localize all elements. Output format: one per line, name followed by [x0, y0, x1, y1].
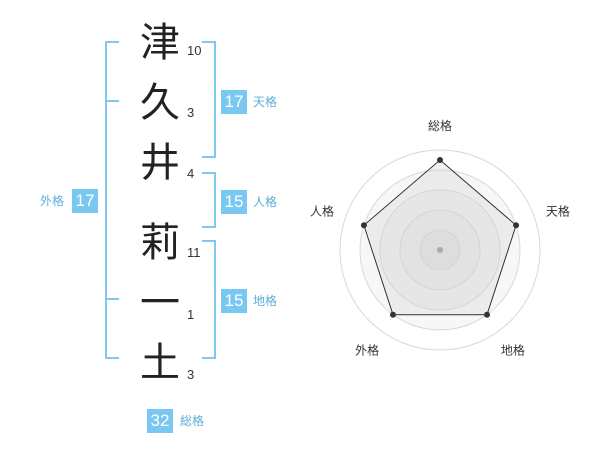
- chikaku-bracket-top: [202, 240, 216, 242]
- name-char-1: 津: [140, 20, 180, 66]
- stroke-count-4: 11: [187, 245, 201, 260]
- name-char-5: 一: [140, 280, 180, 326]
- radar-point-4: [389, 311, 396, 318]
- tenkaku-bracket-top: [202, 41, 216, 43]
- radar-axis-label-3: 地格: [501, 342, 525, 357]
- tenkaku-bracket: [214, 41, 216, 158]
- tenkaku-bracket-bottom: [202, 156, 216, 158]
- gaikaku-bracket-mid2: [105, 298, 119, 300]
- name-char-3: 井: [140, 140, 180, 186]
- name-char-6: 土: [140, 340, 180, 386]
- name-char-2: 久: [140, 80, 180, 126]
- jinkaku-bracket-top: [202, 172, 216, 174]
- gaikaku-bracket-top: [105, 41, 119, 43]
- tenkaku-badge: 17: [221, 90, 247, 114]
- radar-axis-label-4: 外格: [355, 342, 379, 357]
- stroke-count-1: 10: [187, 43, 202, 58]
- name-breakdown: 津 久 井 莉 一 土 10 3 4 11 1 3 17 天格 15 人格 15…: [40, 20, 278, 433]
- stroke-count-6: 3: [187, 367, 195, 382]
- chikaku-bracket: [214, 240, 216, 359]
- radar-axis-label-5: 人格: [310, 204, 334, 219]
- radar-axis-label-2: 天格: [546, 204, 570, 219]
- gaikaku-badge: 17: [72, 189, 98, 213]
- jinkaku-bracket-bottom: [202, 226, 216, 228]
- jinkaku-label: 人格: [253, 195, 278, 209]
- soukaku-label: 総格: [180, 414, 205, 428]
- radar-polygon: [363, 159, 517, 316]
- stroke-count-5: 1: [187, 307, 195, 322]
- chikaku-badge: 15: [221, 289, 247, 313]
- jinkaku-badge: 15: [221, 190, 247, 214]
- name-char-4: 莉: [140, 220, 180, 266]
- gaikaku-bracket: [105, 41, 107, 359]
- radar-axis-label-1: 総格: [428, 118, 452, 133]
- chikaku-bracket-bottom: [202, 357, 216, 359]
- gaikaku-bracket-mid: [105, 100, 119, 102]
- radar-point-1: [437, 157, 443, 163]
- gaikaku-bracket-bottom: [105, 357, 119, 359]
- chikaku-label: 地格: [253, 294, 278, 308]
- radar-point-3: [484, 311, 491, 318]
- stroke-count-3: 4: [187, 166, 195, 181]
- radar-point-2: [513, 222, 520, 229]
- radar-point-5: [360, 222, 367, 229]
- stroke-count-2: 3: [187, 105, 195, 120]
- radar-center: [437, 247, 443, 253]
- gaikaku-label: 外格: [40, 194, 65, 208]
- soukaku-badge: 32: [147, 409, 173, 433]
- jinkaku-bracket: [214, 172, 216, 228]
- tenkaku-label: 天格: [253, 95, 278, 109]
